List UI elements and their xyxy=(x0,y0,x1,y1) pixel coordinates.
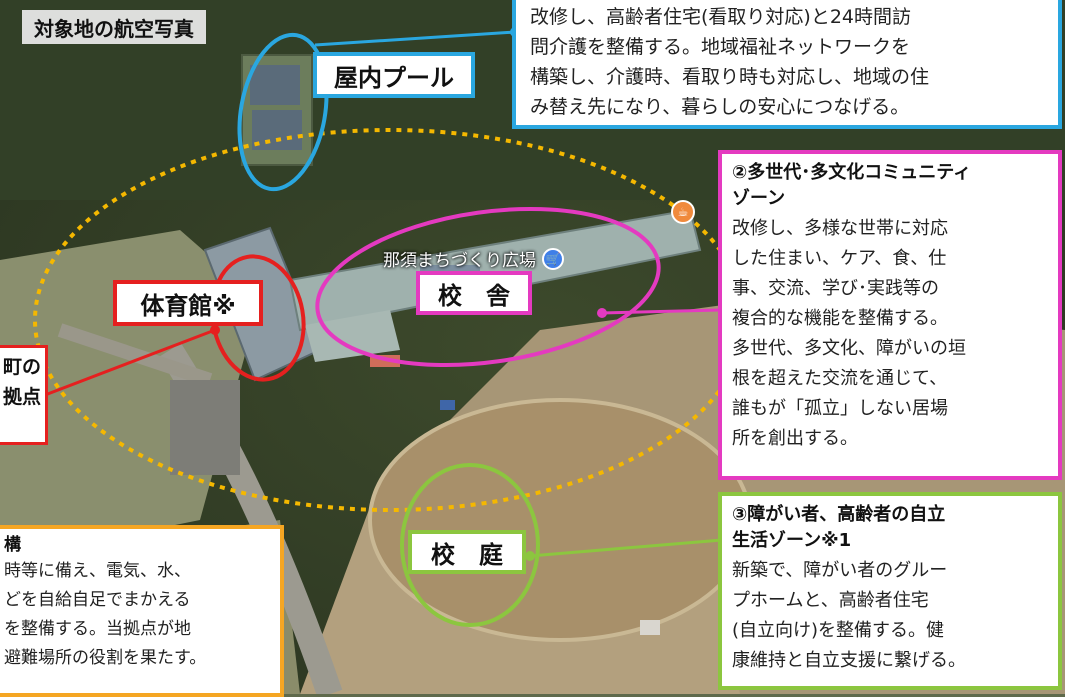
gym-label: 体育館※ xyxy=(113,280,263,326)
cafe-cup-icon[interactable]: ☕ xyxy=(671,200,695,224)
bottom-left-box: 構 時等に備え、電気、水、 どを自給自足でまかえる を整備する。当拠点が地 避難… xyxy=(0,525,284,697)
pool-leader xyxy=(314,30,516,47)
town-hub-box: 町の 拠点 xyxy=(0,345,48,445)
top-info-box: 改修し、高齢者住宅(看取り対応)と24時間訪 問介護を整備する。地域福祉ネットワ… xyxy=(512,0,1062,129)
zone2-body: 改修し、多様な世帯に対応 した住まい、ケア、食、仕 事、交流、学び･実践等の 複… xyxy=(732,218,966,449)
town-hub-text: 町の 拠点 xyxy=(2,356,41,408)
map-place-label: 那須まちづくり広場 🛒 xyxy=(383,246,564,271)
shopping-cart-icon[interactable]: 🛒 xyxy=(542,247,564,270)
zone2-box: ②多世代･多文化コミュニティ ゾーン 改修し、多様な世帯に対応 した住まい、ケア… xyxy=(718,150,1062,480)
bottom-left-body: 時等に備え、電気、水、 どを自給自足でまかえる を整備する。当拠点が地 避難場所… xyxy=(4,561,207,668)
top-info-body: 改修し、高齢者住宅(看取り対応)と24時間訪 問介護を整備する。地域福祉ネットワ… xyxy=(530,6,930,118)
zone3-box: ③障がい者、高齢者の自立 生活ゾーン※1 新築で、障がい者のグルー プホームと、… xyxy=(718,492,1062,690)
zone2-title: ②多世代･多文化コミュニティ ゾーン xyxy=(732,162,972,209)
gym-leader xyxy=(44,328,216,397)
pool-label: 屋内プール xyxy=(313,52,475,98)
zone3-body: 新築で、障がい者のグルー プホームと、高齢者住宅 (自立向け)を整備する。健 康… xyxy=(732,560,966,671)
zone3-title: ③障がい者、高齢者の自立 生活ゾーン※1 xyxy=(732,504,946,551)
pool-outline xyxy=(237,32,329,192)
bottom-left-title: 構 xyxy=(4,535,21,555)
yard-outline xyxy=(400,463,540,627)
yard-leader xyxy=(529,538,723,558)
school-leader xyxy=(601,308,721,315)
photo-title: 対象地の航空写真 xyxy=(22,10,206,44)
school-outline xyxy=(315,206,661,368)
school-label: 校 舎 xyxy=(416,271,532,315)
yard-label: 校 庭 xyxy=(408,530,526,574)
map-place-label-text: 那須まちづくり広場 xyxy=(383,251,536,271)
